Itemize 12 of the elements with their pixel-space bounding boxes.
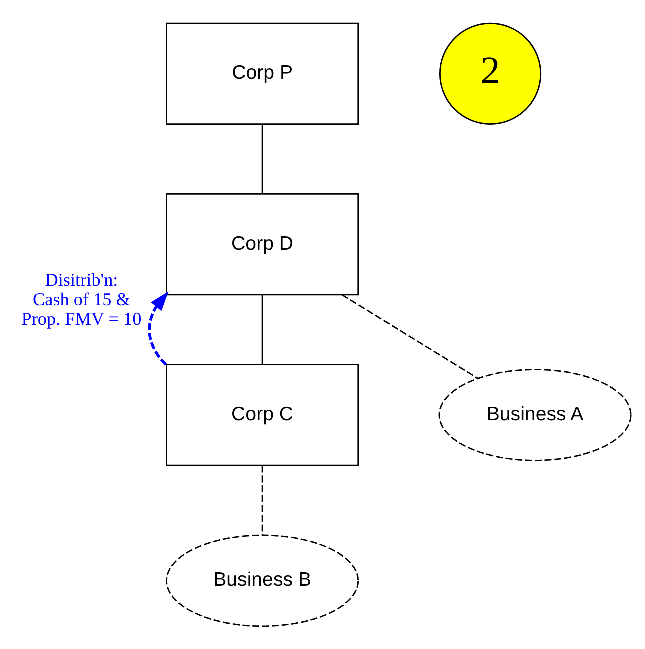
arrow bbox=[148, 291, 169, 366]
node-box: Corp C bbox=[166, 364, 360, 466]
node-circle: 2 bbox=[439, 22, 542, 124]
connector bbox=[262, 294, 264, 364]
connector bbox=[262, 465, 264, 535]
connector bbox=[262, 124, 264, 194]
node-box: Corp P bbox=[166, 22, 360, 124]
node-ellipse: Business B bbox=[166, 534, 360, 627]
node-ellipse: Business A bbox=[438, 368, 632, 461]
node-box: Corp D bbox=[166, 193, 360, 296]
edge-label: Disitrib'n: Cash of 15 & Prop. FMV = 10 bbox=[22, 269, 142, 329]
connector bbox=[342, 294, 478, 379]
